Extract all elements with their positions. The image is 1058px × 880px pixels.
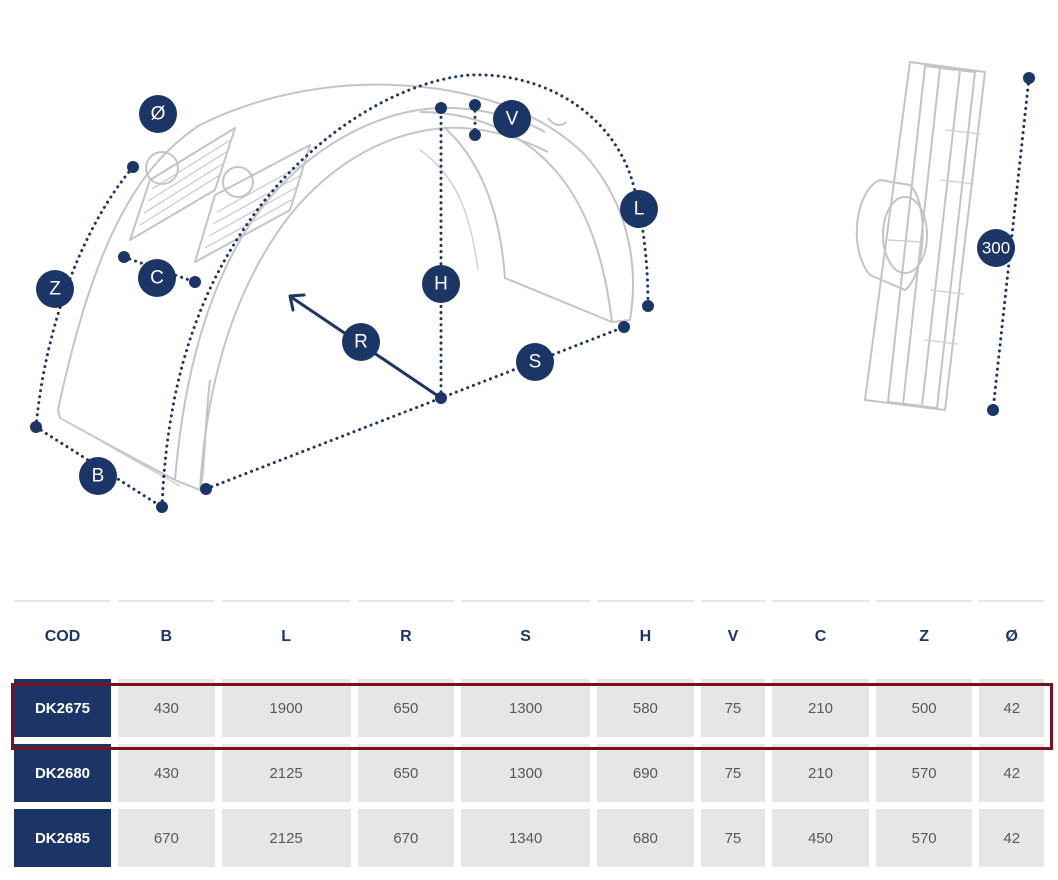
header-r: R bbox=[357, 600, 455, 672]
cell-b: 430 bbox=[118, 679, 215, 737]
mudguard-drawing bbox=[57, 83, 634, 491]
bracket-drawing bbox=[855, 61, 986, 411]
cell-dia: 42 bbox=[979, 809, 1044, 867]
header-z: Z bbox=[875, 600, 973, 672]
cell-r: 650 bbox=[357, 744, 455, 802]
label-s: S bbox=[516, 343, 554, 381]
label-s-text: S bbox=[529, 352, 542, 373]
cell-v: 75 bbox=[700, 679, 766, 737]
table-row[interactable]: DK2685 670 2125 670 1340 680 75 450 570 … bbox=[14, 809, 1044, 867]
header-s: S bbox=[461, 600, 591, 672]
cell-c: 210 bbox=[772, 744, 869, 802]
label-300-text: 300 bbox=[982, 239, 1010, 258]
label-r-text: R bbox=[354, 332, 368, 353]
header-cod: COD bbox=[14, 600, 111, 672]
cell-s: 1340 bbox=[461, 809, 591, 867]
header-dia: Ø bbox=[979, 600, 1044, 672]
label-c: C bbox=[138, 259, 176, 297]
cell-h: 690 bbox=[597, 744, 694, 802]
label-h: H bbox=[422, 265, 460, 303]
dimension-dots bbox=[30, 72, 1035, 513]
table-row[interactable]: DK2680 430 2125 650 1300 690 75 210 570 … bbox=[14, 744, 1044, 802]
cell-s: 1300 bbox=[461, 679, 591, 737]
cell-l: 2125 bbox=[221, 809, 351, 867]
header-b: B bbox=[118, 600, 215, 672]
header-h: H bbox=[597, 600, 694, 672]
cell-r: 670 bbox=[357, 809, 455, 867]
cell-b: 430 bbox=[118, 744, 215, 802]
label-b: B bbox=[79, 457, 117, 495]
label-z-text: Z bbox=[49, 279, 61, 300]
cell-cod: DK2680 bbox=[14, 744, 111, 802]
header-c: C bbox=[772, 600, 869, 672]
cell-cod: DK2675 bbox=[14, 679, 111, 737]
cell-c: 210 bbox=[772, 679, 869, 737]
cell-z: 570 bbox=[875, 809, 973, 867]
label-300: 300 bbox=[977, 229, 1015, 267]
label-b-text: B bbox=[92, 466, 105, 487]
label-l-text: L bbox=[634, 199, 645, 220]
cell-z: 500 bbox=[875, 679, 973, 737]
label-z: Z bbox=[36, 270, 74, 308]
cell-h: 580 bbox=[597, 679, 694, 737]
table-row[interactable]: DK2675 430 1900 650 1300 580 75 210 500 … bbox=[14, 679, 1044, 737]
label-c-text: C bbox=[150, 268, 164, 289]
label-l: L bbox=[620, 190, 658, 228]
label-dia: Ø bbox=[139, 95, 177, 133]
spec-table: COD B L R S H V C Z Ø DK2675 430 1900 65… bbox=[7, 593, 1051, 874]
cell-dia: 42 bbox=[979, 679, 1044, 737]
cell-v: 75 bbox=[700, 809, 766, 867]
cell-s: 1300 bbox=[461, 744, 591, 802]
cell-c: 450 bbox=[772, 809, 869, 867]
label-h-text: H bbox=[434, 274, 448, 295]
label-v: V bbox=[493, 100, 531, 138]
cell-b: 670 bbox=[118, 809, 215, 867]
cell-l: 1900 bbox=[221, 679, 351, 737]
cell-h: 680 bbox=[597, 809, 694, 867]
cell-dia: 42 bbox=[979, 744, 1044, 802]
header-l: L bbox=[221, 600, 351, 672]
header-v: V bbox=[700, 600, 766, 672]
cell-r: 650 bbox=[357, 679, 455, 737]
mudguard-diagram: Ø V L Z C H R S B 300 bbox=[30, 61, 1035, 513]
label-r: R bbox=[342, 323, 380, 361]
cell-l: 2125 bbox=[221, 744, 351, 802]
cell-z: 570 bbox=[875, 744, 973, 802]
label-v-text: V bbox=[506, 109, 519, 130]
cell-cod: DK2685 bbox=[14, 809, 111, 867]
table-header-row: COD B L R S H V C Z Ø bbox=[14, 600, 1044, 672]
label-dia-text: Ø bbox=[151, 104, 166, 125]
cell-v: 75 bbox=[700, 744, 766, 802]
